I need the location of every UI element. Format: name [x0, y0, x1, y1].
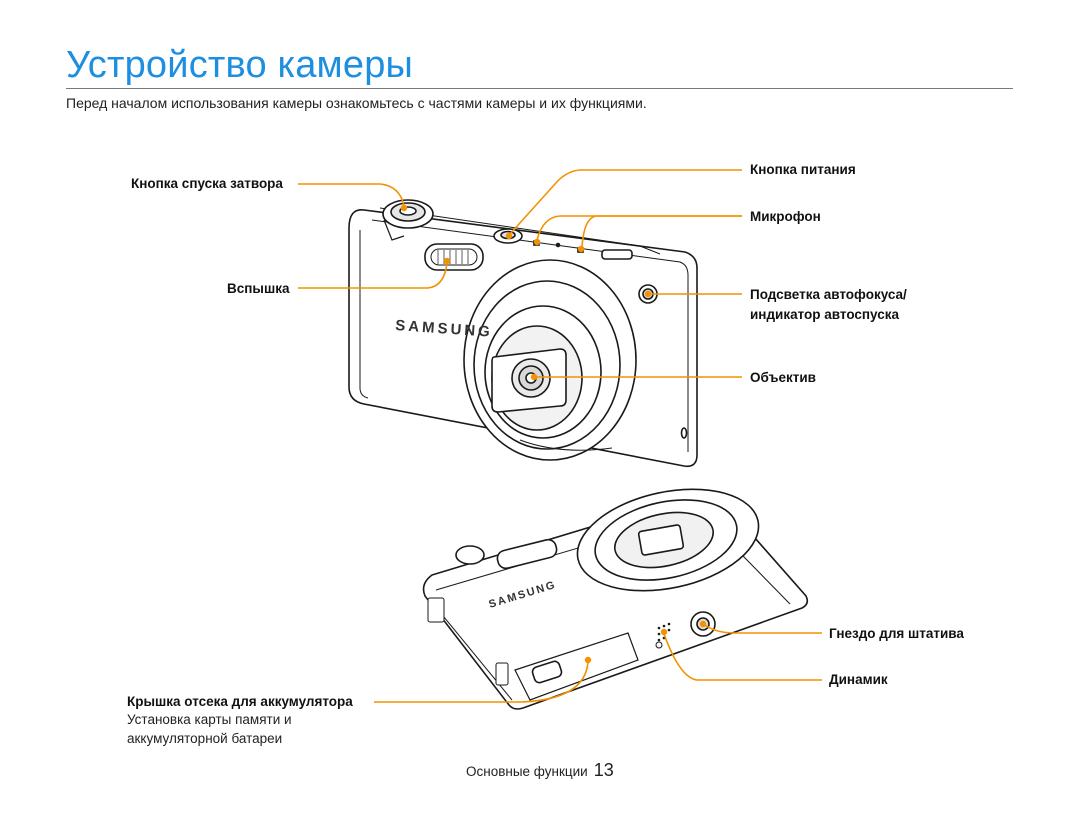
callout-shutter — [298, 183, 405, 207]
page-number: 13 — [593, 760, 614, 780]
page-footer: Основные функции 13 — [466, 760, 614, 781]
label-microphone: Микрофон — [750, 209, 821, 224]
callout-flash — [298, 261, 448, 289]
label-af-lamp-line1: Подсветка автофокуса/ — [750, 287, 907, 302]
callout-speaker — [663, 633, 822, 681]
callout-power — [509, 169, 742, 235]
page-title: Устройство камеры — [66, 44, 414, 86]
label-flash: Вспышка — [227, 281, 290, 296]
label-shutter-button: Кнопка спуска затвора — [131, 176, 283, 191]
label-speaker: Динамик — [829, 672, 888, 687]
callout-mic — [536, 215, 742, 241]
footer-section: Основные функции — [466, 764, 588, 779]
label-power-button: Кнопка питания — [750, 162, 856, 177]
brand-logo-front: SAMSUNG — [395, 317, 494, 341]
camera-bottom-view — [422, 488, 809, 710]
callout-battery — [374, 661, 589, 703]
callout-tripod — [704, 624, 822, 634]
battery-note-line1: Установка карты памяти и — [127, 712, 292, 727]
battery-note-line2: аккумуляторной батареи — [127, 731, 283, 746]
title-divider — [66, 88, 1013, 89]
label-tripod-socket: Гнездо для штатива — [829, 626, 964, 641]
callout-lines — [298, 169, 822, 703]
intro-text: Перед началом использования камеры ознак… — [66, 95, 647, 111]
camera-front-view — [348, 199, 698, 468]
label-af-lamp-line2: индикатор автоспуска — [750, 307, 900, 322]
label-battery-cover: Крышка отсека для аккумулятора — [127, 694, 353, 709]
label-lens: Объектив — [750, 370, 816, 385]
callout-mic-2 — [581, 215, 742, 248]
